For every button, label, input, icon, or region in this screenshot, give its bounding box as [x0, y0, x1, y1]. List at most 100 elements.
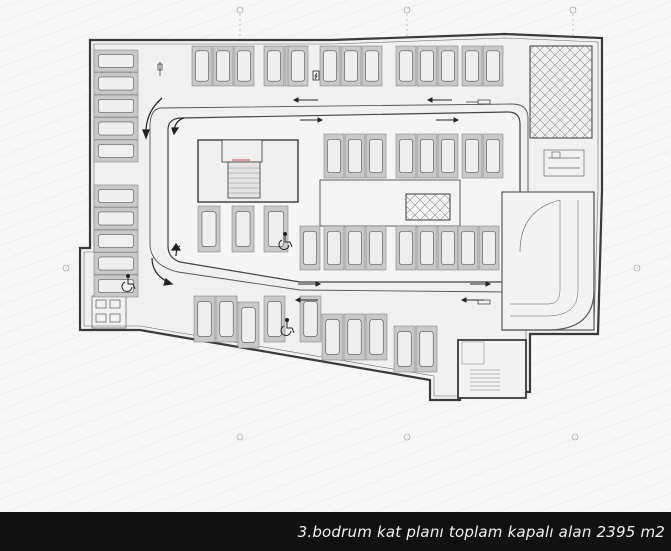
parking-stall: [191, 45, 213, 87]
ventilation-shaft-hatched: [529, 45, 593, 139]
parking-stall: [193, 295, 216, 343]
caption-bar: 3.bodrum kat planı toplam kapalı alan 23…: [0, 512, 671, 551]
lower-stair-treads: [461, 341, 500, 391]
direction-arrow-icon: [436, 117, 460, 123]
parking-stall: [215, 295, 238, 343]
car-outline: [348, 230, 362, 266]
car-outline: [201, 211, 217, 247]
column-grid-marker-icon: [236, 433, 244, 441]
parking-stall: [461, 45, 483, 87]
car-outline: [291, 50, 305, 82]
accessible-parking-icon: [280, 318, 295, 337]
parking-stall: [93, 72, 139, 95]
car-outline: [441, 138, 455, 174]
parking-stall: [93, 229, 139, 253]
loop-curve-arrows: [142, 97, 185, 286]
parking-stall: [93, 252, 139, 275]
central-core: [197, 139, 299, 203]
ev-charging-icon: [312, 70, 320, 81]
parking-stall: [263, 205, 289, 253]
parking-stall: [365, 313, 388, 361]
car-outline: [486, 138, 500, 174]
parking-stall: [319, 45, 341, 87]
car-outline: [369, 319, 384, 355]
column-grid-marker-icon: [403, 6, 411, 40]
car-outline: [420, 50, 434, 82]
car-outline: [365, 50, 379, 82]
parking-stall: [233, 45, 255, 87]
parking-stall: [344, 225, 366, 271]
parking-stall: [197, 205, 221, 253]
vehicle-pointer-marks: [157, 62, 491, 305]
parking-stall: [93, 274, 139, 298]
car-outline: [237, 50, 251, 82]
car-outline: [98, 256, 134, 271]
car-outline: [369, 138, 383, 174]
car-outline: [98, 189, 134, 203]
parking-stall: [93, 139, 139, 163]
column-grid-marker-icon: [571, 433, 579, 441]
parking-stall: [416, 225, 438, 271]
parking-stall: [299, 225, 321, 271]
parking-stall: [437, 225, 459, 271]
parking-floor-plan: [0, 0, 671, 512]
plan-caption: 3.bodrum kat planı toplam kapalı alan 23…: [297, 523, 665, 541]
car-outline: [267, 301, 282, 337]
car-outline: [419, 331, 434, 367]
parking-stall: [263, 295, 286, 343]
lower-stair-shaft: [457, 339, 527, 399]
car-outline: [327, 230, 341, 266]
parking-stall: [365, 133, 387, 179]
parking-stall: [93, 117, 139, 140]
column-grid-markers: [62, 6, 641, 441]
car-outline: [441, 50, 455, 82]
car-outline: [267, 50, 281, 82]
parking-stalls: [93, 45, 504, 373]
parking-stall: [437, 45, 459, 87]
car-outline: [420, 138, 434, 174]
car-outline: [441, 230, 455, 266]
car-outline: [344, 50, 358, 82]
central-shaft-hatched: [405, 193, 451, 221]
parking-stall: [93, 49, 139, 73]
car-outline: [347, 319, 362, 355]
car-outline: [235, 211, 251, 247]
vehicle-ramp: [501, 191, 595, 331]
parking-stall: [237, 301, 260, 349]
parking-stall: [323, 225, 345, 271]
column-grid-marker-icon: [236, 6, 244, 40]
parking-stall: [263, 45, 285, 87]
parking-stall: [395, 45, 417, 87]
car-outline: [219, 301, 234, 337]
parking-stall: [323, 133, 345, 179]
parking-stall: [482, 45, 504, 87]
direction-arrow-icon: [470, 281, 492, 287]
parking-stall: [457, 225, 479, 271]
car-outline: [399, 138, 413, 174]
car-outline: [461, 230, 475, 266]
car-outline: [486, 50, 500, 82]
car-outline: [98, 144, 134, 158]
car-outline: [268, 211, 284, 247]
direction-arrow-icon: [426, 97, 452, 103]
column-grid-marker-icon: [569, 6, 577, 40]
parking-stall: [416, 45, 438, 87]
ramp-arrow-icon: [171, 117, 185, 136]
parking-stall: [395, 133, 417, 179]
car-outline: [465, 138, 479, 174]
car-outline: [420, 230, 434, 266]
car-outline: [399, 50, 413, 82]
parking-stall: [299, 295, 322, 343]
direction-arrow-icon: [292, 97, 318, 103]
ramp-arrow-icon: [170, 242, 182, 257]
car-outline: [303, 230, 317, 266]
parking-stall: [461, 133, 483, 179]
traffic-direction-arrows: [292, 97, 492, 303]
car-outline: [98, 121, 134, 136]
parking-stall: [321, 313, 344, 361]
car-outline: [369, 230, 383, 266]
car-outline: [482, 230, 496, 266]
parking-stall: [416, 133, 438, 179]
parking-stall: [231, 205, 255, 253]
